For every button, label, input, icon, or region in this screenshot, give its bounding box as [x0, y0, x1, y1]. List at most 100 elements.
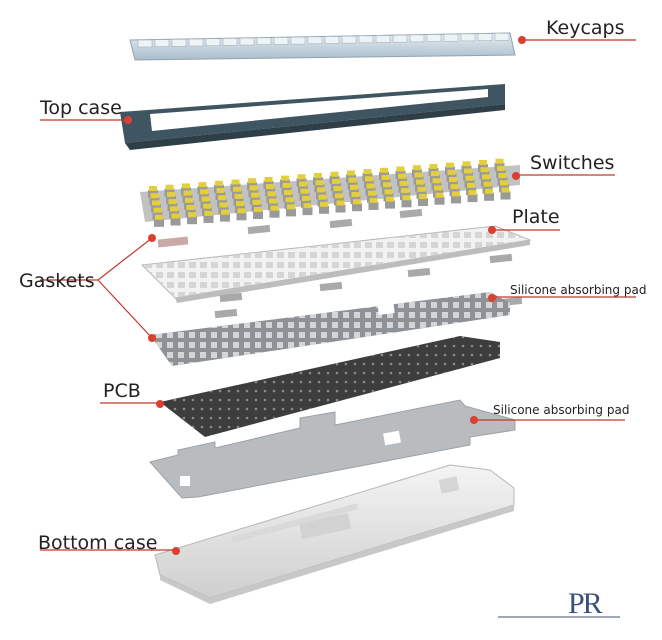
switch-stem: [336, 200, 345, 206]
label-bottom-case: Bottom case: [38, 532, 158, 554]
switch-stem: [215, 180, 223, 186]
switch-stem: [302, 195, 310, 201]
switch-stem: [251, 192, 259, 198]
keycap: [154, 39, 170, 47]
switch-stem: [452, 191, 460, 197]
switch-stem: [500, 180, 508, 186]
switch-stem: [155, 214, 163, 220]
switch-stem: [266, 184, 274, 190]
switch-stem: [270, 205, 279, 211]
keycap: [392, 34, 408, 43]
switch-stem: [380, 167, 388, 173]
switch-stem: [297, 174, 306, 180]
switch-stem: [396, 166, 405, 172]
switch-stem: [413, 165, 421, 171]
switch-stem: [419, 194, 427, 199]
switch-stem: [333, 186, 342, 192]
keycaps-layer: [129, 32, 516, 61]
switch-stem: [386, 196, 394, 202]
switch-stem: [462, 161, 471, 167]
switch-stem: [186, 205, 195, 210]
label-pcb: PCB: [103, 380, 141, 402]
switch-stem: [299, 181, 307, 187]
switch-stem: [399, 180, 408, 186]
switch-stem: [165, 184, 174, 190]
switch-stem: [351, 192, 360, 197]
switch-stem: [335, 193, 343, 199]
keycap: [375, 35, 391, 43]
brand-logo: PR: [498, 587, 620, 620]
switch-housing: [368, 201, 379, 210]
switch-stem: [501, 187, 510, 193]
switch-housing: [187, 216, 197, 225]
switch-stem: [237, 208, 246, 214]
keycap: [290, 36, 306, 45]
switch-stem: [285, 197, 294, 203]
switch-housing: [467, 194, 478, 203]
keycap: [205, 38, 221, 47]
keycap: [477, 33, 493, 41]
keycap: [137, 39, 153, 48]
switch-stem: [350, 184, 358, 190]
switch-stem: [480, 167, 489, 173]
switch-stem: [236, 201, 244, 207]
switch-housing: [236, 212, 247, 221]
keycap: [494, 32, 510, 41]
switch-housing: [253, 211, 263, 219]
switch-housing: [286, 208, 296, 217]
switch-stem: [384, 189, 393, 195]
switch-stem: [498, 173, 507, 179]
switch-stem: [182, 183, 190, 189]
switch-stem: [198, 182, 207, 188]
switch-stem: [485, 188, 493, 194]
switch-stem: [252, 199, 261, 205]
gaskets: [157, 208, 523, 319]
label-switches: Switches: [530, 152, 615, 174]
switch-stem: [221, 209, 229, 215]
switch-stem: [353, 199, 361, 205]
switch-stem: [398, 173, 406, 179]
switch-stem: [479, 160, 487, 165]
switch-stem: [464, 168, 472, 174]
switch-stem: [218, 195, 226, 201]
keycap: [460, 33, 476, 42]
switch-stem: [449, 177, 457, 182]
switch-stem: [447, 169, 456, 175]
keycap: [239, 37, 255, 46]
top-case-layer: [120, 84, 505, 150]
switch-stem: [429, 163, 438, 169]
silicone-pad-upper-layer: [150, 292, 510, 366]
keycap: [409, 34, 425, 43]
switch-stem: [416, 179, 424, 185]
switch-housing: [434, 196, 445, 205]
switch-housing: [302, 207, 313, 216]
label-top-case: Top case: [40, 97, 122, 119]
switch-housing: [154, 218, 164, 227]
switch-stem: [431, 171, 439, 177]
switch-stem: [248, 178, 256, 184]
switch-stem: [201, 196, 210, 202]
switch-stem: [332, 178, 340, 184]
switch-stem: [203, 203, 211, 209]
switch-stem: [417, 186, 426, 192]
switch-stem: [468, 190, 477, 196]
switch-stem: [287, 204, 295, 210]
switch-housing: [451, 195, 461, 204]
keycap: [188, 38, 204, 47]
switch-stem: [303, 203, 312, 209]
switch-stem: [200, 189, 208, 195]
switch-stem: [300, 188, 309, 194]
switch-stem: [446, 162, 454, 168]
switch-stem: [365, 176, 373, 182]
switch-stem: [269, 198, 277, 204]
switch-housing: [500, 191, 511, 200]
switch-stem: [483, 181, 492, 187]
pcb-layer: [160, 336, 500, 437]
switch-stem: [348, 177, 357, 183]
plate-layer: [140, 225, 532, 303]
keycap: [443, 33, 459, 42]
switch-stem: [281, 175, 289, 181]
switch-stem: [383, 182, 391, 188]
